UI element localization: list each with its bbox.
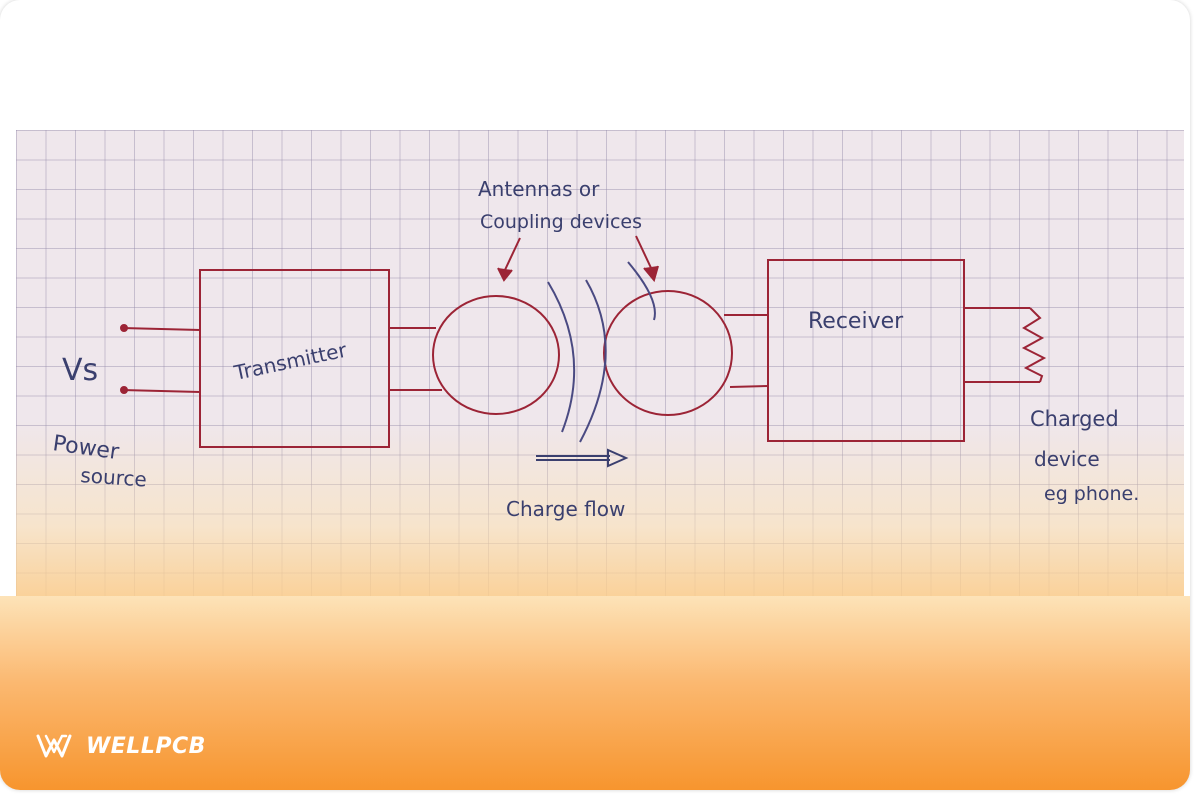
power-label: Power xyxy=(51,431,121,465)
field-lines xyxy=(547,261,656,443)
w-logo-icon xyxy=(36,734,72,758)
eg-phone-label: eg phone. xyxy=(1044,483,1139,505)
receiver-coil xyxy=(603,290,733,416)
image-card: Vs Power source Transmitter Antennas or … xyxy=(0,130,1190,790)
antennas-label: Antennas or xyxy=(478,177,600,201)
charge-flow-label: Charge flow xyxy=(506,497,625,521)
receiver-coil-wires xyxy=(724,314,769,388)
device-label: device xyxy=(1034,447,1100,471)
receiver-box xyxy=(767,259,965,442)
wireless-charging-diagram: Vs Power source Transmitter Antennas or … xyxy=(51,177,1139,521)
transmitter-label: Transmitter xyxy=(231,338,349,386)
transmitter-box xyxy=(199,269,390,448)
vs-label: Vs xyxy=(62,353,98,388)
paper-shadow xyxy=(16,420,1184,596)
power-source-terminals xyxy=(120,324,201,394)
transmitter-coil xyxy=(432,295,560,415)
wellpcb-logo: WELLPCB xyxy=(36,730,206,762)
brand-name: WELLPCB xyxy=(86,733,206,759)
charged-label: Charged xyxy=(1030,407,1119,431)
orange-banner xyxy=(0,596,1190,790)
source-label: source xyxy=(80,463,148,492)
receiver-label: Receiver xyxy=(808,309,904,334)
transmitter-coil-wires xyxy=(389,327,442,391)
charge-flow-arrow xyxy=(536,448,629,468)
coupling-label: Coupling devices xyxy=(480,211,642,233)
antenna-pointer-arrows xyxy=(497,235,659,283)
load-resistor xyxy=(964,307,1047,383)
